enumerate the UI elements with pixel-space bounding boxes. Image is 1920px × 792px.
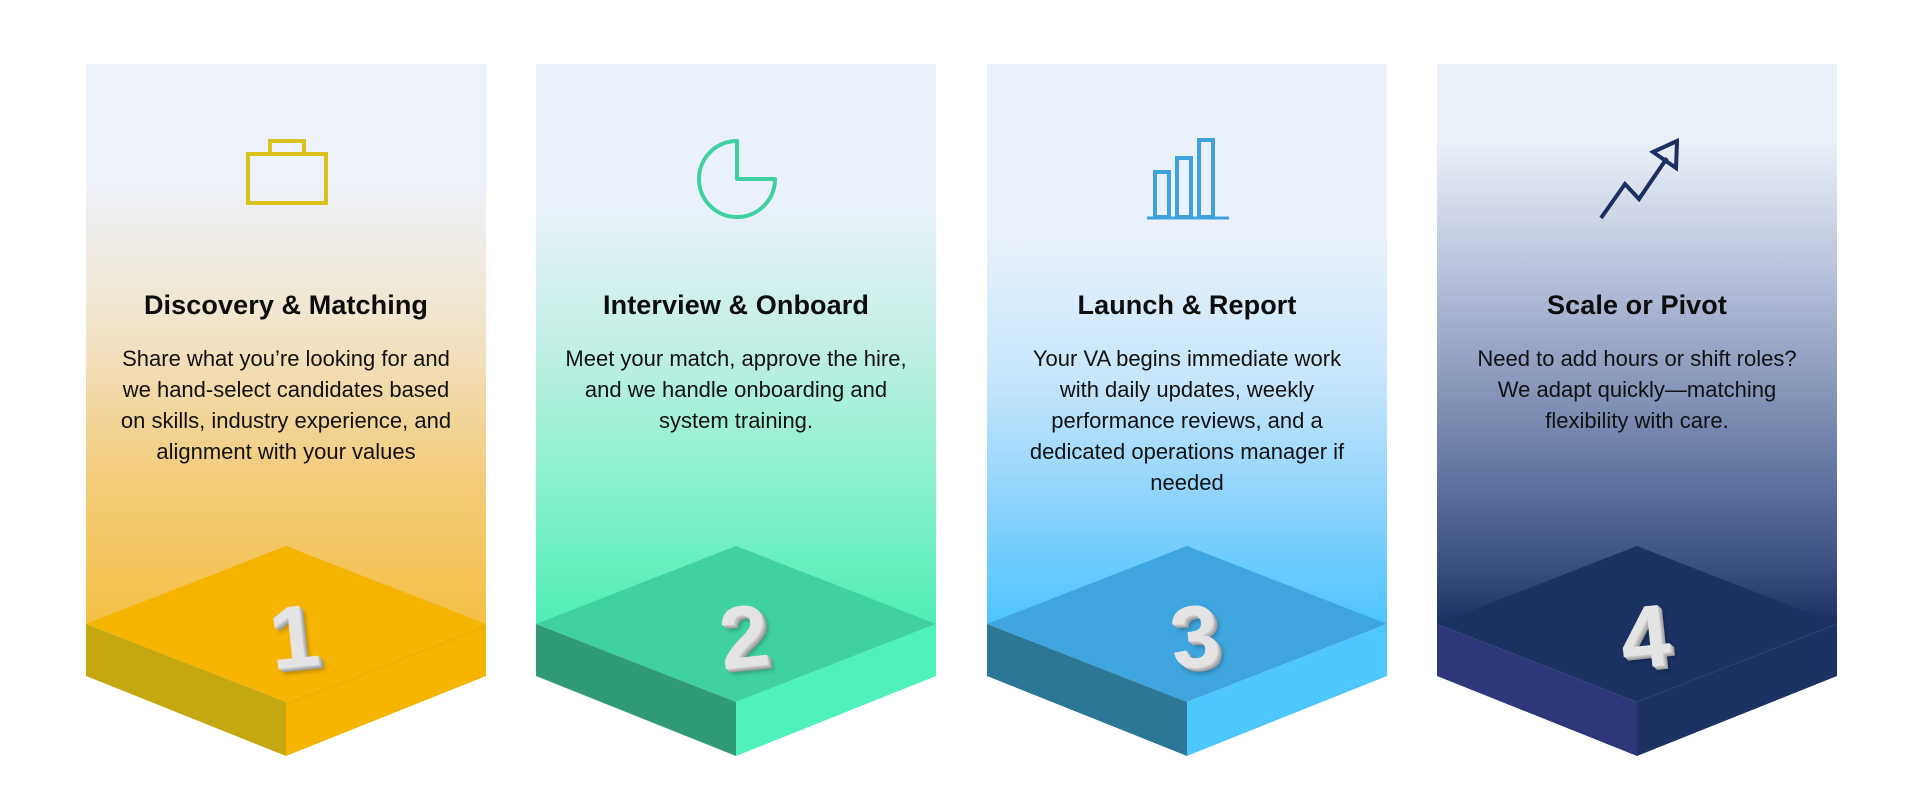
step-card-launch: Launch & Report Your VA begins immediate… xyxy=(987,64,1387,766)
step-description: Need to add hours or shift roles? We ada… xyxy=(1477,346,1797,433)
step-number-block: 3 xyxy=(987,546,1387,766)
step-number-block: 2 xyxy=(536,546,936,766)
step-card-scale: Scale or Pivot Need to add hours or shif… xyxy=(1437,64,1837,766)
bar-chart-icon xyxy=(1147,138,1229,220)
pie-chart-icon xyxy=(696,138,778,220)
card-background xyxy=(86,64,486,624)
step-card-discovery: Discovery & Matching Share what you’re l… xyxy=(86,64,486,766)
trend-arrow-icon xyxy=(1597,138,1679,220)
step-title: Discovery & Matching xyxy=(143,290,429,320)
step-description: Meet your match, approve the hire, and w… xyxy=(565,346,907,433)
step-card-interview: Interview & Onboard Meet your match, app… xyxy=(536,64,936,766)
briefcase-icon xyxy=(246,138,328,220)
step-number-block: 4 xyxy=(1437,546,1837,766)
card-background xyxy=(1437,64,1837,624)
step-title: Launch & Report xyxy=(1077,290,1297,320)
step-title: Scale or Pivot xyxy=(1547,290,1727,320)
step-description: Your VA begins immediate work with daily… xyxy=(1029,346,1345,495)
step-description: Share what you’re looking for and we han… xyxy=(120,346,452,464)
step-number-block: 1 xyxy=(86,546,486,766)
step-title: Interview & Onboard xyxy=(603,290,869,320)
